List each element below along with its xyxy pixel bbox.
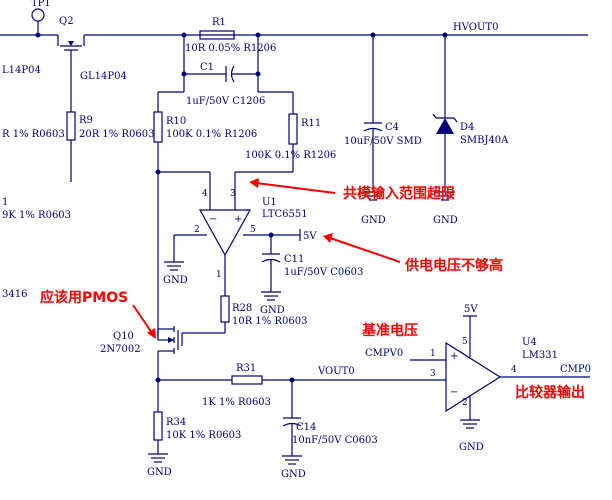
c11-capacitor: C11 1uF/50V C0603 GND	[260, 235, 363, 316]
u1-opamp: − + 4 3 2 5 1 U1 LTC6551	[194, 189, 308, 280]
v5-label-u1: 5V	[303, 231, 317, 242]
r31-resistor: R31 1K 1% R0603 VOUT0	[158, 363, 446, 408]
u1-pin2: 2	[194, 225, 200, 235]
gnd-label-c14: GND	[281, 469, 306, 480]
q10-nmos: Q10 2N7002	[100, 326, 183, 383]
annotation-common-mode-text: 共模输入范围超限	[343, 185, 455, 202]
c14-capacitor: C14 10nF/50V C0603 GND	[281, 380, 378, 480]
u1-value: LTC6551	[262, 209, 308, 220]
c4-value: 10uF/50V SMD	[344, 136, 422, 147]
d4-tvs-diode: D4 SMBJ40A GND	[432, 35, 509, 226]
tp1-label: TP1	[31, 0, 51, 9]
svg-text:−: −	[209, 214, 217, 225]
c4-ref: C4	[385, 122, 399, 133]
r10-ref: R10	[166, 116, 186, 127]
c11-ref: C11	[284, 254, 304, 265]
r1-resistor: R1 10R 0.05% R1206	[185, 17, 276, 54]
c1-value: 1uF/50V C1206	[186, 96, 265, 107]
annotation-comparator-out-text: 比较器输出	[515, 384, 585, 401]
annotation-reference-text: 基准电压	[362, 322, 418, 339]
u4-value: LM331	[522, 350, 558, 361]
annotation-supply-low-text: 供电电压不够高	[404, 257, 503, 274]
r9-ref: R9	[79, 115, 93, 126]
r1-ref: R1	[212, 17, 226, 28]
u4-pin2: 2	[462, 398, 468, 408]
r31-ref: R31	[236, 363, 256, 374]
r1-value: 10R 0.05% R1206	[185, 43, 276, 54]
r9-resistor: R9 20R 1% R0603 R 1% R0603	[2, 70, 154, 182]
r34-resistor: R34 10K 1% R0603 GND	[147, 380, 241, 478]
gnd-label-d4: GND	[433, 215, 458, 226]
r31-value: 1K 1% R0603	[202, 397, 271, 408]
u4-pin5: 5	[462, 337, 468, 347]
r11-ref: R11	[301, 118, 321, 129]
r9-left-value: R 1% R0603	[2, 129, 65, 140]
u1-pin1: 1	[216, 270, 222, 280]
u1-pin3: 3	[230, 189, 236, 199]
c14-ref: C14	[296, 422, 316, 433]
gnd-label-u1: GND	[163, 275, 188, 286]
r10-value: 100K 0.1% R1206	[166, 129, 257, 140]
hvout-label: HVOUT0	[453, 22, 498, 33]
u4-pin4: 4	[511, 365, 517, 375]
q2-left-value: L14P04	[2, 65, 41, 76]
annotation-use-pmos: 应该用PMOS	[40, 289, 156, 339]
r10-resistor: R10 100K 0.1% R1206	[153, 92, 257, 340]
r11-value: 100K 0.1% R1206	[245, 150, 336, 161]
u4-ref: U4	[522, 337, 537, 348]
annotation-supply-low: 供电电压不够高	[323, 233, 503, 274]
u4-pin1: 1	[430, 349, 436, 359]
svg-text:+: +	[450, 351, 458, 362]
q10-value: 2N7002	[100, 344, 141, 355]
r28-resistor: R28 10R 1% R0603	[182, 255, 307, 334]
r11-resistor: R11 100K 0.1% R1206	[245, 92, 336, 172]
v5-label-u4: 5V	[464, 304, 478, 315]
gnd-label-c11: GND	[260, 305, 285, 316]
r34-ref: R34	[166, 417, 186, 428]
r28-ref: R28	[232, 303, 252, 314]
gnd-label-r34: GND	[147, 467, 172, 478]
left-ref: 1	[2, 197, 8, 208]
gnd-label-u4: GND	[459, 442, 484, 453]
r28-value: 10R 1% R0603	[232, 316, 307, 327]
annotation-use-pmos-text: 应该用PMOS	[40, 289, 128, 306]
vout-label: VOUT0	[317, 366, 355, 377]
u1-pin2-gnd: GND	[163, 234, 207, 286]
left-value-2: 3416	[2, 289, 27, 300]
c11-value: 1uF/50V C0603	[284, 267, 363, 278]
test-point-tp1: TP1	[31, 0, 51, 35]
q2-ref: Q2	[59, 16, 74, 27]
q2-pmos: Q2 GL14P04 L14P04	[2, 16, 127, 82]
c1-ref: C1	[200, 62, 214, 73]
d4-value: SMBJ40A	[460, 135, 509, 146]
u4-pin3: 3	[430, 369, 436, 379]
left-value: 9K 1% R0603	[2, 210, 71, 221]
q10-ref: Q10	[113, 331, 134, 342]
d4-ref: D4	[460, 122, 474, 133]
u1-pin5: 5	[250, 225, 256, 235]
svg-text:−: −	[450, 387, 458, 398]
gnd-label-c4: GND	[361, 215, 386, 226]
c4-capacitor: C4 10uF/50V SMD GND	[344, 35, 422, 226]
r34-value: 10K 1% R0603	[166, 430, 241, 441]
top-rail	[0, 32, 588, 38]
cmp-out-label: CMP0	[560, 364, 591, 375]
cmpv-label: CMPV0	[365, 348, 403, 359]
u1-pin4: 4	[202, 189, 208, 199]
q2-value: GL14P04	[80, 71, 127, 82]
svg-text:+: +	[234, 214, 242, 225]
r9-value: 20R 1% R0603	[79, 129, 154, 140]
u1-ref: U1	[262, 197, 277, 208]
c14-value: 10nF/50V C0603	[292, 435, 378, 446]
u4-comparator: + − CMPV0 1 3 4 5 2 5V U4 LM331 CMP0 GND	[365, 304, 591, 453]
annotation-common-mode: 共模输入范围超限	[249, 178, 455, 202]
